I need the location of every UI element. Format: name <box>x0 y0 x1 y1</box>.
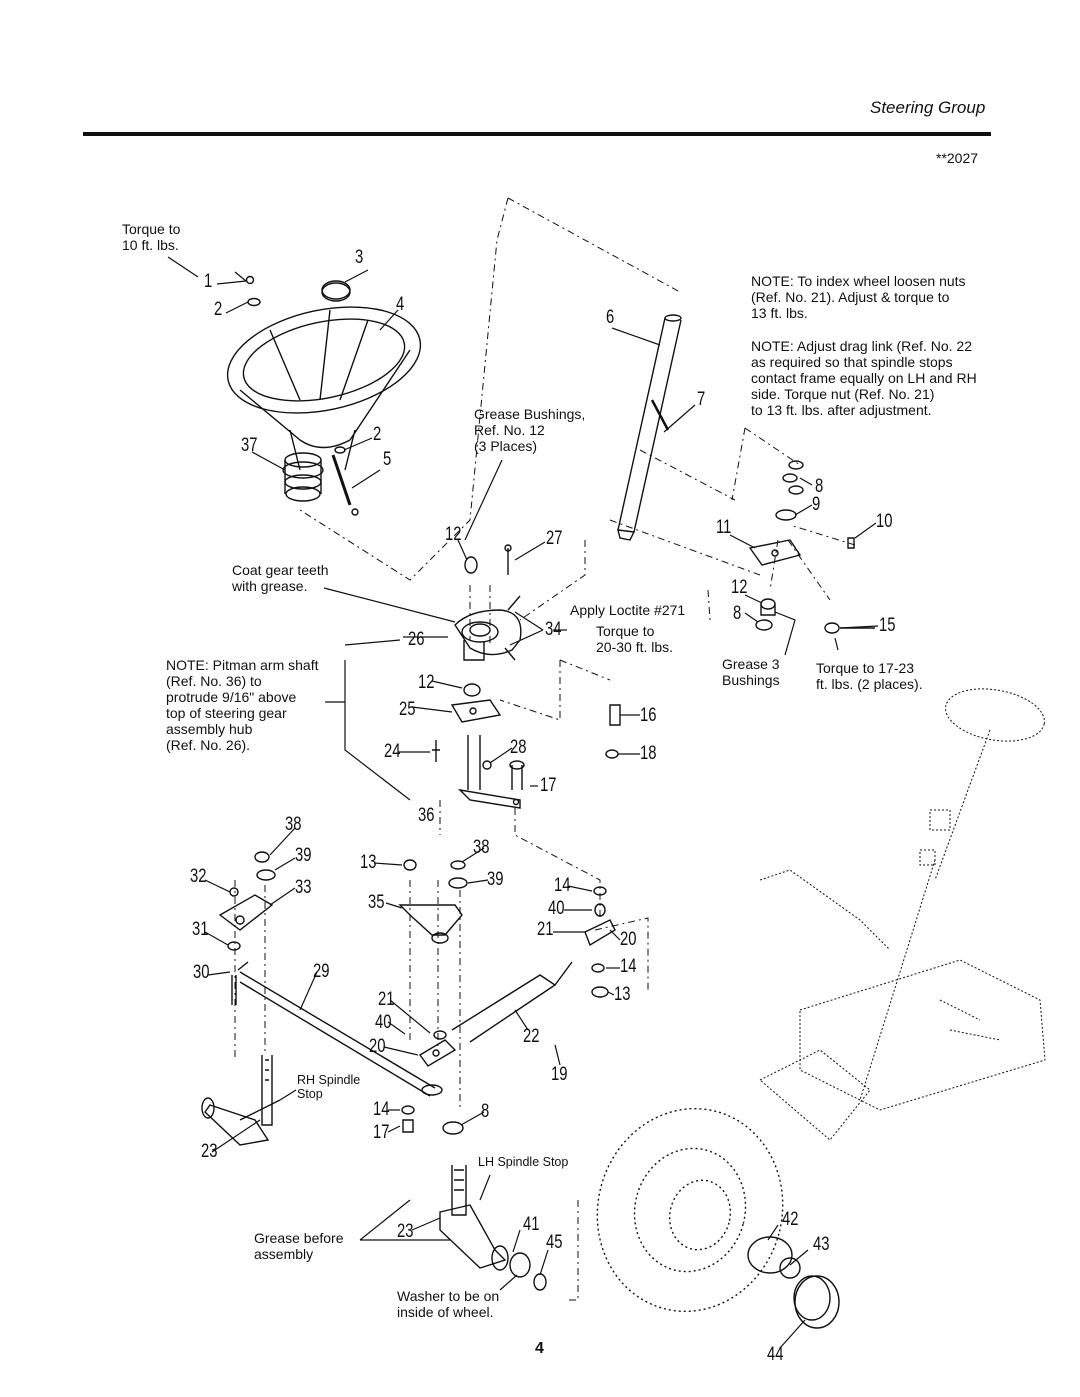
part-24: 24 <box>384 741 401 762</box>
part-42: 42 <box>782 1209 799 1230</box>
part-4: 4 <box>396 294 405 315</box>
part-1: 1 <box>204 271 213 292</box>
part-15: 15 <box>879 615 896 636</box>
part-12-top: 12 <box>445 524 462 545</box>
part-19: 19 <box>551 1064 568 1085</box>
part-40-top: 40 <box>548 898 565 919</box>
part-21-mid: 21 <box>378 989 395 1010</box>
part-14-top: 14 <box>554 875 571 896</box>
section-title: Steering Group <box>870 98 986 117</box>
note-drag-link: NOTE: Adjust drag link (Ref. No. 22 as r… <box>751 338 977 418</box>
note-pitman-shaft: NOTE: Pitman arm shaft (Ref. No. 36) to … <box>166 657 319 753</box>
part-39-left: 39 <box>295 845 312 866</box>
part-23-left: 23 <box>201 1141 218 1162</box>
steering-arm-35 <box>398 859 468 944</box>
part-8-right: 8 <box>733 603 742 624</box>
part-14-mid: 14 <box>620 956 637 977</box>
part-18: 18 <box>640 743 657 764</box>
label-rh-spindle-stop: RH Spindle Stop <box>297 1073 361 1101</box>
part-20-mid: 20 <box>369 1036 386 1057</box>
part-27: 27 <box>546 528 563 549</box>
part-17-top: 17 <box>540 775 557 796</box>
part-20-top: 20 <box>620 929 637 950</box>
part-2-lower: 2 <box>373 424 382 445</box>
part-21-top: 21 <box>537 919 554 940</box>
part-30: 30 <box>193 962 210 983</box>
part-32: 32 <box>190 866 207 887</box>
pitman-arm-assembly <box>432 699 621 809</box>
model-code: **2027 <box>936 150 979 166</box>
part-12-right: 12 <box>731 577 748 598</box>
drag-link-22 <box>418 886 616 1067</box>
tractor-inset-sketch <box>759 688 1046 1141</box>
part-38-left: 38 <box>285 814 302 835</box>
part-13-mid: 13 <box>614 984 631 1005</box>
part-22: 22 <box>523 1026 540 1047</box>
part-14-low: 14 <box>373 1099 390 1120</box>
part-11: 11 <box>716 517 732 538</box>
roll-pin-5 <box>331 454 359 516</box>
note-coat-gear: Coat gear teeth with grease. <box>232 562 329 594</box>
part-17-low: 17 <box>373 1122 390 1143</box>
note-index-wheel: NOTE: To index wheel loosen nuts (Ref. N… <box>751 273 966 321</box>
page-number: 4 <box>535 1340 544 1357</box>
header-rule <box>83 132 991 136</box>
part-35: 35 <box>368 892 385 913</box>
part-2: 2 <box>214 299 223 320</box>
part-16: 16 <box>640 705 657 726</box>
steering-wheel <box>226 280 422 471</box>
tie-rod-29 <box>239 971 443 1097</box>
note-torque-34: Torque to 20-30 ft. lbs. <box>596 623 674 655</box>
note-grease-bushings: Grease Bushings, Ref. No. 12 (3 Places) <box>474 406 586 454</box>
part-37: 37 <box>241 435 258 456</box>
part-10: 10 <box>876 511 893 532</box>
part-44: 44 <box>767 1344 784 1365</box>
part-3: 3 <box>355 247 364 268</box>
part-25: 25 <box>399 699 416 720</box>
lh-spindle <box>401 1105 547 1291</box>
part-8-top: 8 <box>815 476 824 497</box>
part-9: 9 <box>812 494 821 515</box>
steering-adapter-37 <box>282 452 324 502</box>
note-torque-15: Torque to 17-23 ft. lbs. (2 places). <box>816 660 923 692</box>
note-grease-3-bushings: Grease 3 Bushings <box>722 656 780 688</box>
part-13-top: 13 <box>360 852 377 873</box>
part-33: 33 <box>295 877 312 898</box>
part-8-low: 8 <box>481 1101 490 1122</box>
part-29: 29 <box>313 961 330 982</box>
steering-shaft-6 <box>617 314 682 541</box>
part-6: 6 <box>606 307 615 328</box>
part-39-right: 39 <box>487 869 504 890</box>
dashed-guide-lines <box>234 197 856 1301</box>
part-7: 7 <box>697 389 706 410</box>
part-12-mid: 12 <box>418 672 435 693</box>
part-31: 31 <box>192 919 209 940</box>
part-36: 36 <box>418 805 435 826</box>
rh-spindle <box>201 1055 281 1146</box>
part-41: 41 <box>523 1214 540 1235</box>
part-23-bottom: 23 <box>397 1221 414 1242</box>
note-washer: Washer to be on inside of wheel. <box>397 1288 500 1320</box>
left-arm-hardware <box>218 851 276 1005</box>
part-40-mid: 40 <box>375 1012 392 1033</box>
part-43: 43 <box>813 1234 830 1255</box>
note-loctite: Apply Loctite #271 <box>570 602 686 618</box>
label-lh-spindle-stop: LH Spindle Stop <box>478 1155 569 1169</box>
part-45: 45 <box>546 1232 563 1253</box>
steering-gear-assembly <box>454 544 522 697</box>
part-5: 5 <box>383 449 392 470</box>
part-26: 26 <box>408 629 425 650</box>
note-torque-1: Torque to 10 ft. lbs. <box>122 221 181 253</box>
note-grease-before-assembly: Grease before assembly <box>254 1230 344 1262</box>
part-28: 28 <box>510 737 527 758</box>
